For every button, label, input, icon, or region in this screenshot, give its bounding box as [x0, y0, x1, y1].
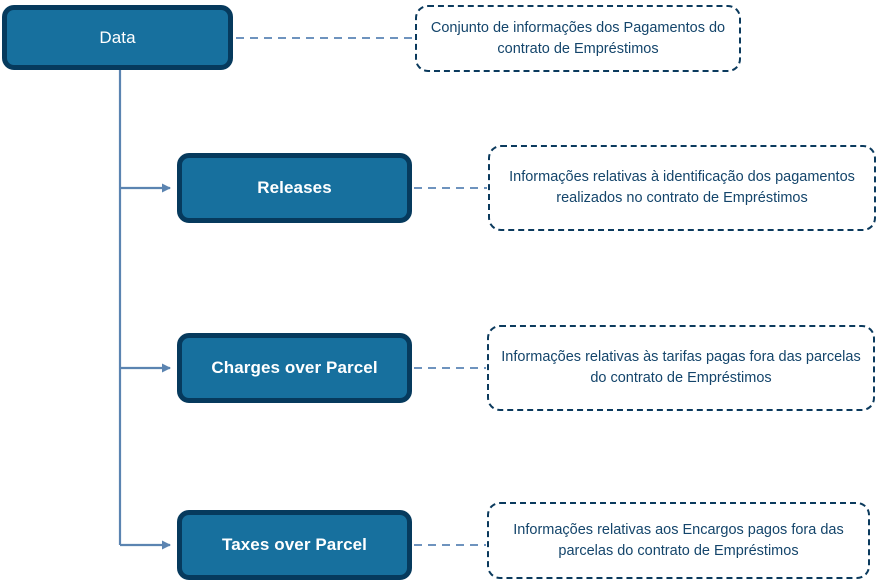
note-charges-text: Informações relativas às tarifas pagas f… — [501, 349, 861, 386]
node-data[interactable]: Data — [2, 5, 233, 70]
note-data: Conjunto de informações dos Pagamentos d… — [415, 5, 741, 72]
note-taxes-over-parcel: Informações relativas aos Encargos pagos… — [487, 502, 870, 579]
note-data-text: Conjunto de informações dos Pagamentos d… — [430, 19, 726, 57]
note-releases-text: Informações relativas à identificação do… — [509, 169, 855, 206]
note-taxes-text: Informações relativas aos Encargos pagos… — [513, 521, 844, 559]
note-releases: Informações relativas à identificação do… — [488, 145, 876, 231]
node-releases[interactable]: Releases — [177, 153, 412, 223]
note-charges-over-parcel: Informações relativas às tarifas pagas f… — [487, 325, 875, 411]
node-taxes-over-parcel[interactable]: Taxes over Parcel — [177, 510, 412, 580]
node-charges-over-parcel[interactable]: Charges over Parcel — [177, 333, 412, 403]
